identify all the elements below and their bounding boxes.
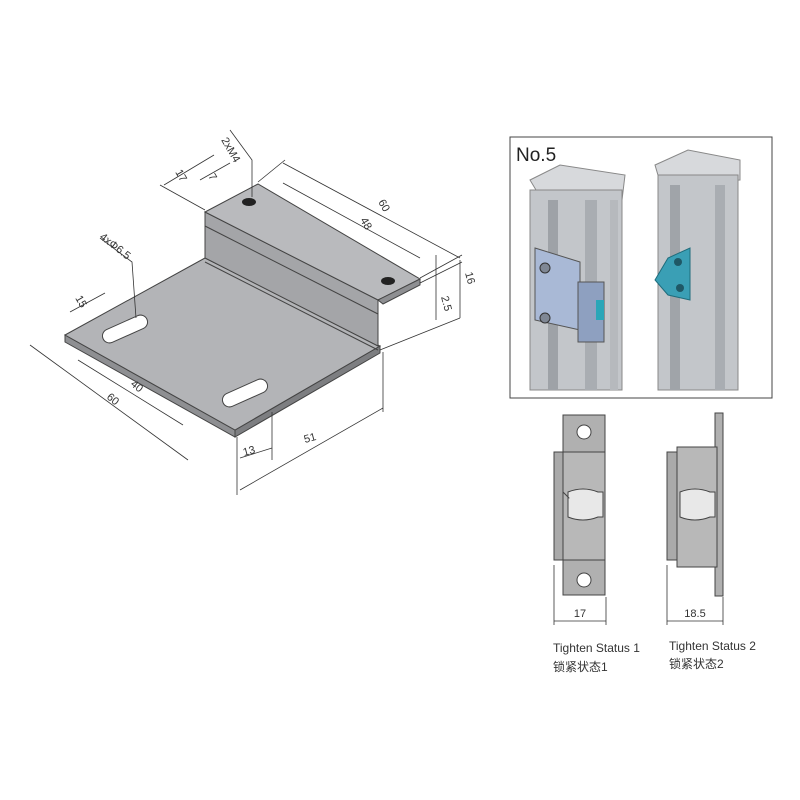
dim-slots: 4xΦ6.5 [97,231,133,262]
tighten-status-2-drawing: 18.5 Tighten Status 2 锁紧状态2 [666,412,756,671]
bracket-photo [534,247,605,343]
status-2-caption-cn: 锁紧状态2 [669,656,724,671]
dim-tapped-holes: 2xM4 [218,136,242,165]
slot-hole-icon [221,378,269,408]
dim-thickness: 2.5 [438,295,454,313]
dim-plate-depth: 51 [303,431,318,446]
connector-photo [654,247,691,301]
dim-slot-width: 15 [72,294,89,311]
dim-hole-offset: 7 [205,172,218,183]
installation-photo: No.5 [509,136,773,399]
dim-slot-offset: 13 [242,444,257,459]
tapped-hole-icon [381,277,395,285]
dim-hole-spacing: 48 [357,216,374,233]
tapped-hole-icon [242,198,256,206]
photo-label: No.5 [516,145,556,166]
aluminum-profile [529,164,626,391]
status-2-dim: 18.5 [684,608,705,620]
slot-hole-icon [101,314,149,344]
dimension-lines [29,129,463,495]
status-1-caption-en: Tighten Status 1 [553,641,640,655]
dim-plate-length: 60 [104,391,121,408]
status-1-caption-cn: 锁紧状态1 [553,659,608,674]
tighten-status-1-drawing: 17 Tighten Status 1 锁紧状态1 [553,414,640,674]
dim-height: 16 [462,271,477,286]
base-plate [63,257,382,431]
bend-line-upper [204,225,379,315]
flange-edge [377,278,421,305]
status-1-dim: 17 [574,608,586,620]
bend-line [204,261,379,351]
status-2-caption-en: Tighten Status 2 [669,639,756,653]
bracket-drawing: 2xM4 17 7 60 48 16 2.5 4xΦ6.5 15 40 60 1… [29,129,477,495]
dim-flange-length: 60 [375,198,392,215]
dim-flange-width: 17 [172,168,189,185]
